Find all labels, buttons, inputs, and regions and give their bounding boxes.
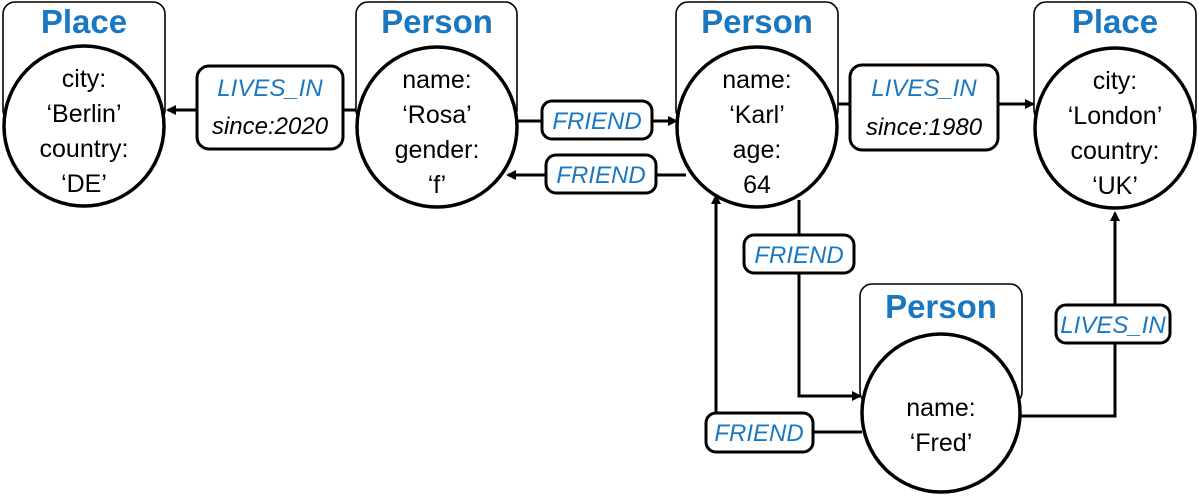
node-prop: ‘London’ — [1068, 102, 1163, 130]
edge-since-text: since:2020 — [212, 113, 329, 140]
edge-type-text: LIVES_IN — [217, 75, 323, 102]
node-place-berlin: Place city: ‘Berlin’ country: ‘DE’ — [2, 1, 166, 208]
node-prop: city: — [1093, 67, 1137, 95]
edge-karl-friend-fred — [797, 200, 862, 401]
node-label: Place — [1072, 3, 1158, 40]
node-prop: ‘f’ — [428, 171, 447, 199]
edge-type-text: LIVES_IN — [1060, 312, 1166, 339]
edge-type-text: FRIEND — [552, 108, 641, 135]
node-person-fred: Person name: ‘Fred’ — [859, 283, 1023, 494]
node-person-rosa: Person name: ‘Rosa’ gender: ‘f’ — [355, 1, 519, 209]
edge-label-fred-friend-karl: FRIEND — [704, 411, 815, 454]
edge-label-fred-lives-in-london: LIVES_IN — [1054, 303, 1172, 345]
node-prop: ‘Berlin’ — [46, 100, 121, 128]
node-label: Person — [381, 3, 493, 40]
node-prop: ‘UK’ — [1092, 172, 1138, 200]
edge-type-text: FRIEND — [754, 242, 843, 269]
edge-label-rosa-lives-in-berlin: LIVES_IN since:2020 — [195, 64, 345, 151]
node-prop: ‘Karl’ — [729, 101, 785, 129]
node-label: Person — [885, 288, 997, 325]
node-prop: ‘Rosa’ — [402, 101, 471, 129]
edge-type-text: LIVES_IN — [871, 75, 977, 102]
node-place-london: Place city: ‘London’ country: ‘UK’ — [1033, 1, 1197, 210]
node-prop: city: — [62, 65, 106, 93]
edge-label-karl-friend-rosa: FRIEND — [544, 153, 658, 195]
node-prop: ‘DE’ — [61, 170, 107, 198]
node-prop: name: — [402, 66, 471, 94]
edge-label-rosa-friend-karl: FRIEND — [540, 99, 654, 141]
node-prop: name: — [722, 66, 791, 94]
edge-type-text: FRIEND — [556, 162, 645, 189]
edge-fred-lives-in-london — [1021, 211, 1120, 418]
node-prop: country: — [40, 135, 129, 163]
node-person-karl: Person name: ‘Karl’ age: 64 — [675, 1, 839, 209]
node-prop: country: — [1071, 137, 1160, 165]
node-prop: age: — [733, 136, 782, 164]
edge-label-karl-friend-fred: FRIEND — [742, 233, 856, 275]
node-label: Person — [701, 3, 813, 40]
edge-label-karl-lives-in-london: LIVES_IN since:1980 — [848, 63, 1000, 152]
node-prop: gender: — [395, 136, 480, 164]
node-prop: name: — [906, 394, 975, 422]
node-prop: ‘Fred’ — [910, 429, 973, 457]
node-prop: 64 — [743, 171, 771, 199]
edge-since-text: since:1980 — [866, 114, 983, 141]
edge-type-text: FRIEND — [714, 420, 803, 447]
node-label: Place — [41, 3, 127, 40]
